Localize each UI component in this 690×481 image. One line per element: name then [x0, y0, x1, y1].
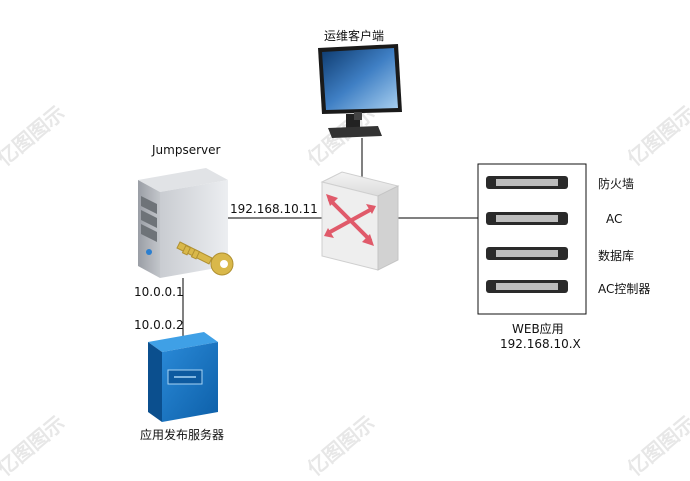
- web-cluster-ip: 192.168.10.X: [500, 337, 581, 351]
- publish-server-label: 应用发布服务器: [140, 428, 225, 442]
- jumpserver-label: Jumpserver: [152, 143, 221, 157]
- rack-item-label: 防火墙: [598, 177, 635, 191]
- jumpserver-switch-ip: 192.168.10.11: [230, 202, 318, 216]
- connections: [182, 138, 478, 336]
- web-rack: [477, 163, 587, 315]
- rack-item-label: AC控制器: [598, 282, 651, 296]
- rack-unit-firewall: [486, 176, 568, 189]
- web-cluster-label: WEB应用: [512, 322, 564, 336]
- key-icon: [176, 241, 234, 276]
- ops-client-label: 运维客户端: [324, 29, 385, 43]
- rack-item-label: 数据库: [598, 249, 635, 263]
- publish-server-ip: 10.0.0.2: [134, 318, 184, 332]
- rack-unit-database: [486, 247, 568, 260]
- monitor-icon: [318, 44, 402, 138]
- publish-server-icon: [148, 332, 218, 422]
- server-tower-icon: [138, 168, 228, 278]
- switch-icon: [320, 171, 400, 271]
- rack-item-label: AC: [606, 212, 623, 226]
- jumpserver-lower-ip: 10.0.0.1: [134, 285, 184, 299]
- rack-unit-ac-controller: [486, 280, 568, 293]
- rack-unit-ac: [486, 212, 568, 225]
